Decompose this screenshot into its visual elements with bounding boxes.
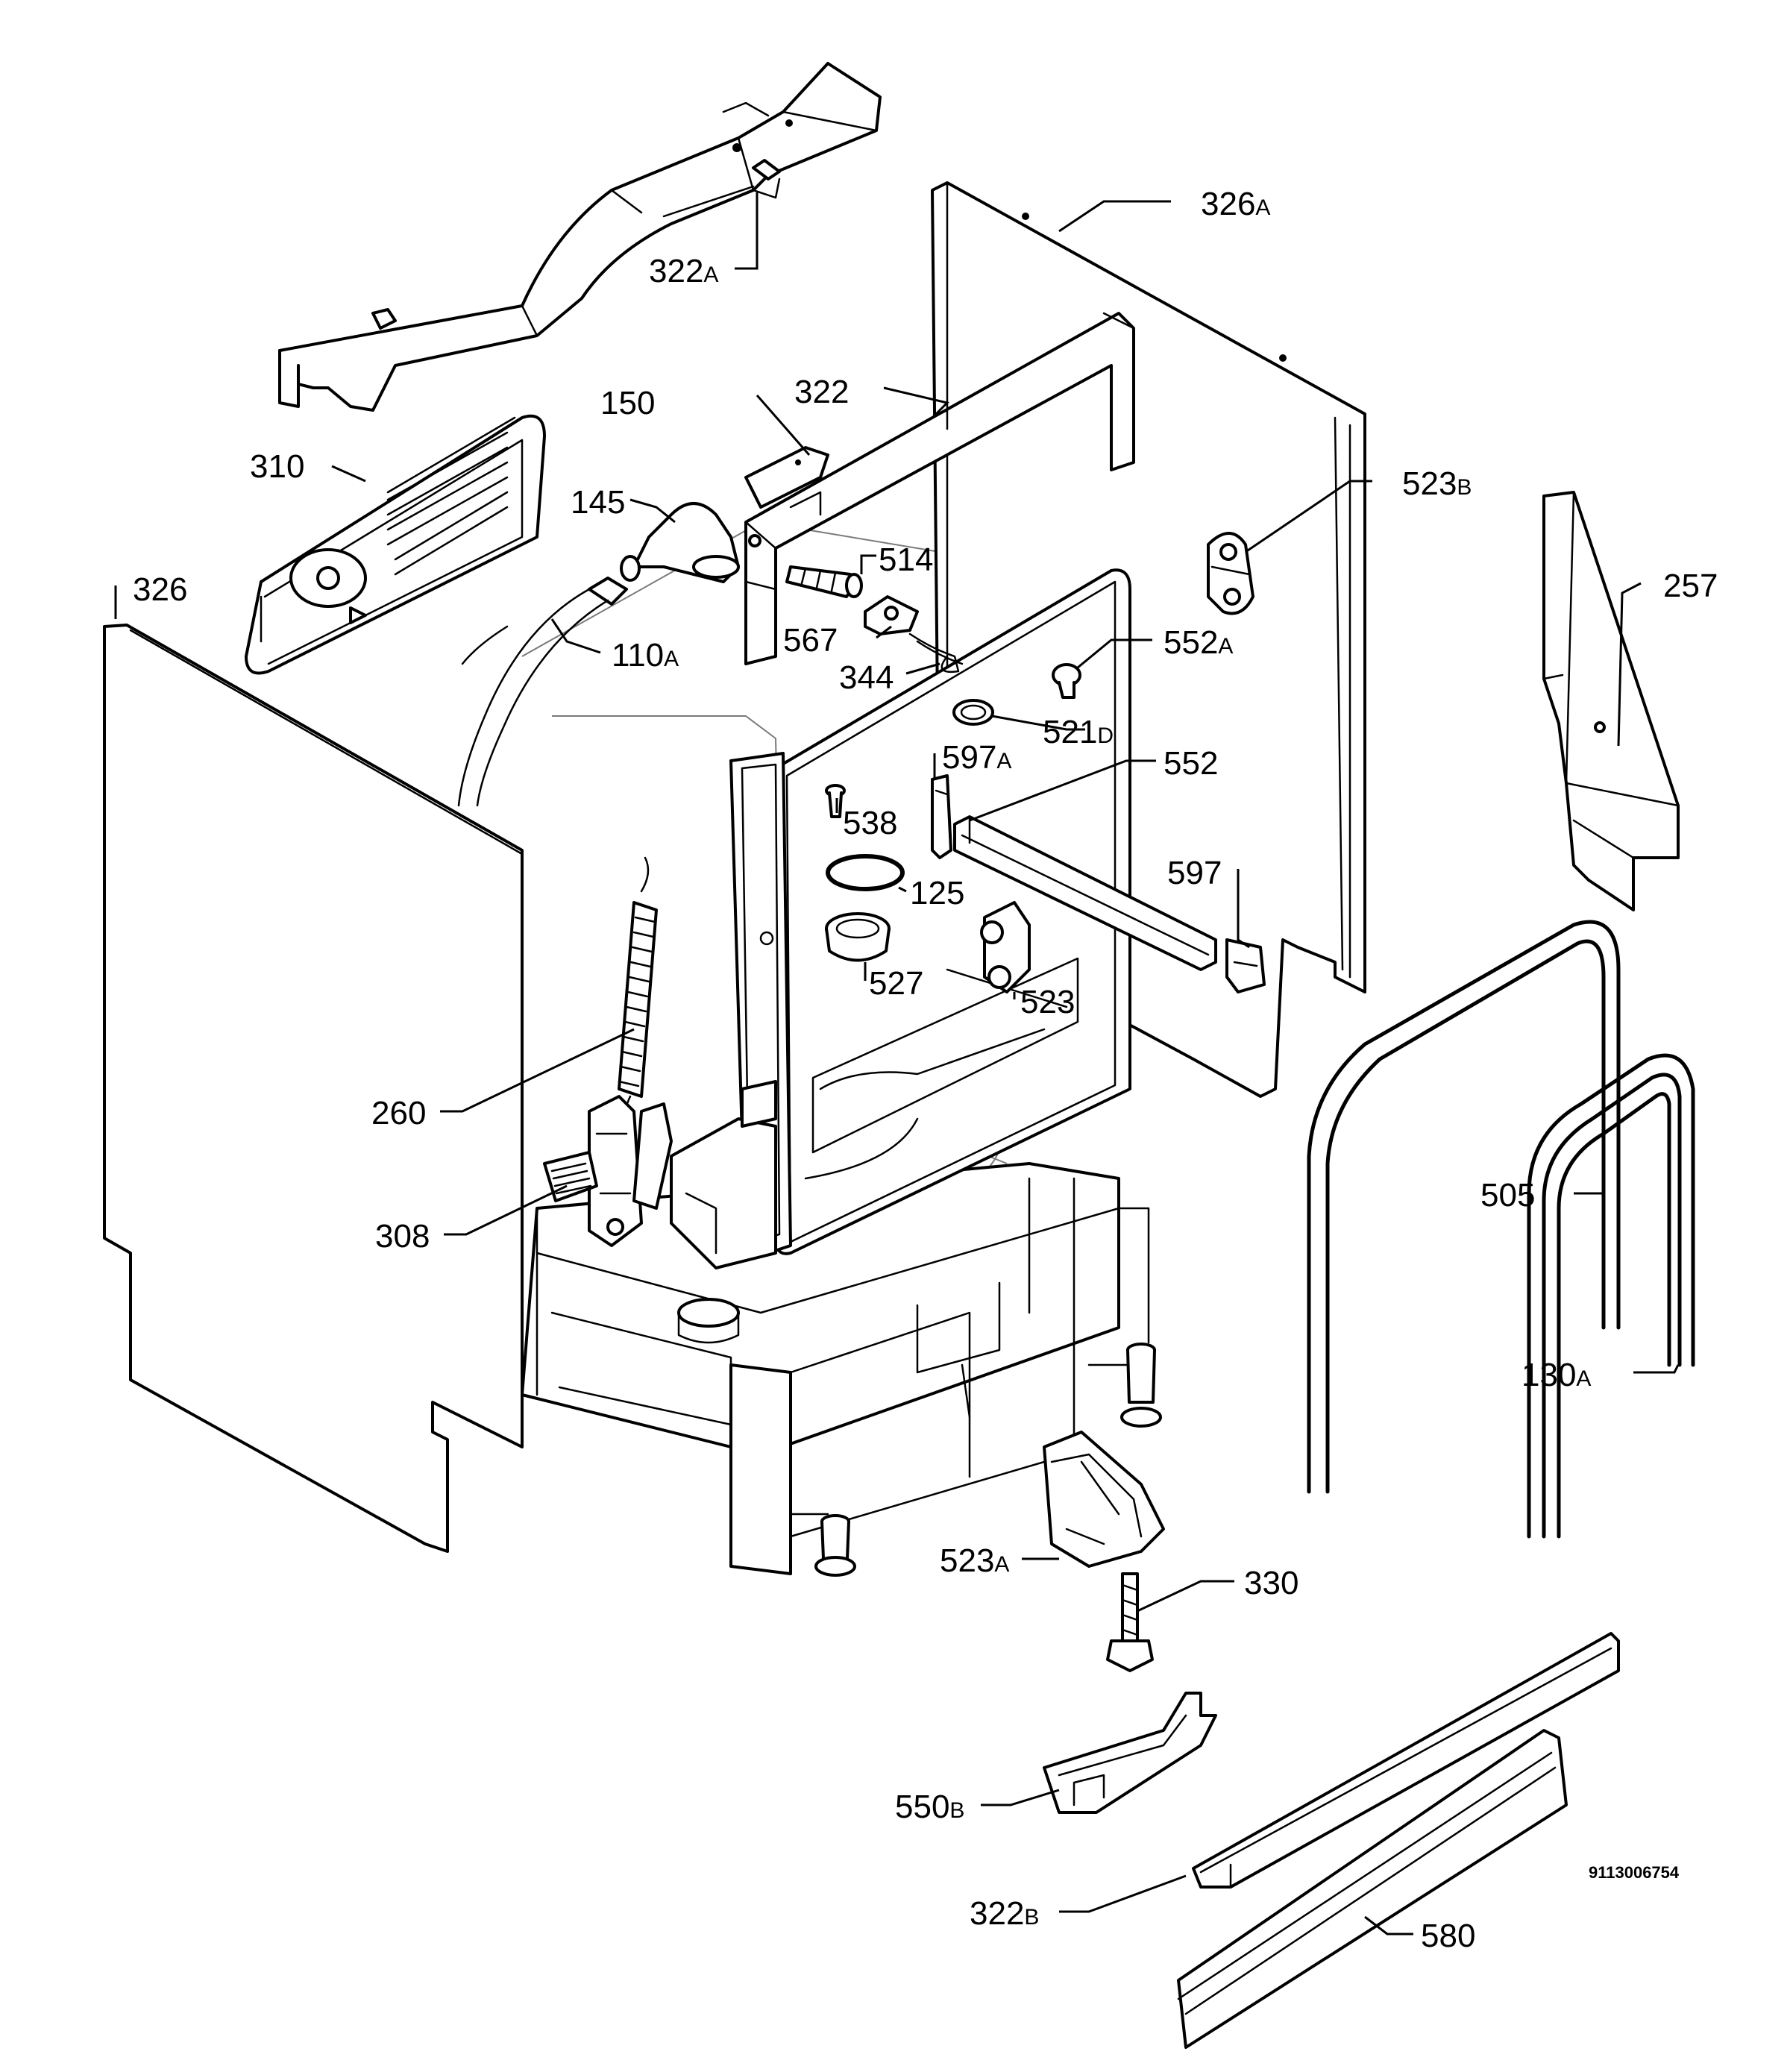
cabinet-frame xyxy=(521,521,1162,1577)
part-597a-latch xyxy=(931,774,952,859)
part-523-bushing xyxy=(980,901,1031,993)
label-523a: 523A xyxy=(940,1542,1009,1579)
label-505: 505 xyxy=(1480,1177,1535,1214)
part-552-rail xyxy=(953,815,1217,971)
part-145-hose-connector xyxy=(620,502,740,583)
label-552a: 552A xyxy=(1164,624,1233,661)
part-330-foot-screw xyxy=(1106,1572,1154,1672)
label-344: 344 xyxy=(839,659,894,696)
label-322: 322 xyxy=(794,374,849,410)
part-125-o-ring xyxy=(826,854,905,891)
part-597-clip xyxy=(1225,938,1266,993)
part-110a-hose xyxy=(457,577,628,807)
label-597a: 597A xyxy=(942,739,1011,776)
label-567: 567 xyxy=(783,622,838,659)
label-110a: 110A xyxy=(612,637,679,674)
label-145: 145 xyxy=(571,484,625,521)
part-308-hinge xyxy=(543,1095,673,1247)
part-322b-rail xyxy=(1192,1632,1620,1889)
label-310: 310 xyxy=(250,448,304,485)
label-527: 527 xyxy=(869,965,923,1002)
label-580: 580 xyxy=(1421,1918,1475,1954)
label-125: 125 xyxy=(910,875,964,911)
part-523b-bracket xyxy=(1207,532,1254,615)
label-521d: 521D xyxy=(1043,714,1114,750)
part-521d-disc xyxy=(952,699,994,726)
part-257-side-trim xyxy=(1542,491,1680,911)
part-505-door-seal xyxy=(1307,920,1621,1494)
door-inner-panel xyxy=(670,568,1131,1269)
callout-labels: 322A 326A 150 322 310 145 523B 514 257 3… xyxy=(133,186,1718,1954)
part-326-side-panel xyxy=(103,624,524,1553)
label-597: 597 xyxy=(1167,855,1222,891)
part-150-bracket xyxy=(744,446,829,509)
part-322-frame-bar xyxy=(744,312,1135,665)
label-322a: 322A xyxy=(649,253,718,289)
part-580-kick-plate xyxy=(1177,1729,1568,2049)
label-322b: 322B xyxy=(970,1895,1039,1932)
part-260-spring xyxy=(618,856,658,1128)
label-523: 523 xyxy=(1020,984,1075,1020)
label-326a: 326A xyxy=(1201,186,1270,222)
part-552a-knob xyxy=(1052,663,1081,699)
label-326: 326 xyxy=(133,571,187,608)
part-344-spring-clip xyxy=(908,632,964,674)
label-260: 260 xyxy=(371,1095,426,1131)
label-257: 257 xyxy=(1663,568,1718,604)
leader-lines xyxy=(114,192,1680,1936)
part-514-pin xyxy=(785,565,863,598)
part-550b-bracket xyxy=(1043,1692,1217,1814)
part-130a-seal xyxy=(1527,1053,1695,1539)
part-523a-foot-bracket xyxy=(1043,1431,1165,1568)
label-523b: 523B xyxy=(1402,465,1472,502)
part-527-nut xyxy=(825,912,891,962)
label-330: 330 xyxy=(1244,1565,1298,1601)
label-130a: 130A xyxy=(1522,1357,1591,1393)
label-514: 514 xyxy=(879,541,933,578)
label-308: 308 xyxy=(375,1218,430,1255)
label-550b: 550B xyxy=(895,1789,964,1825)
label-538: 538 xyxy=(843,805,897,841)
document-number: 9113006754 xyxy=(1589,1863,1680,1882)
part-538-screw xyxy=(825,784,846,818)
label-150: 150 xyxy=(600,385,655,421)
part-322a-top-cover xyxy=(278,62,882,412)
part-310-grille-panel xyxy=(245,414,546,675)
part-567-clip xyxy=(864,595,919,635)
label-552: 552 xyxy=(1164,745,1218,782)
